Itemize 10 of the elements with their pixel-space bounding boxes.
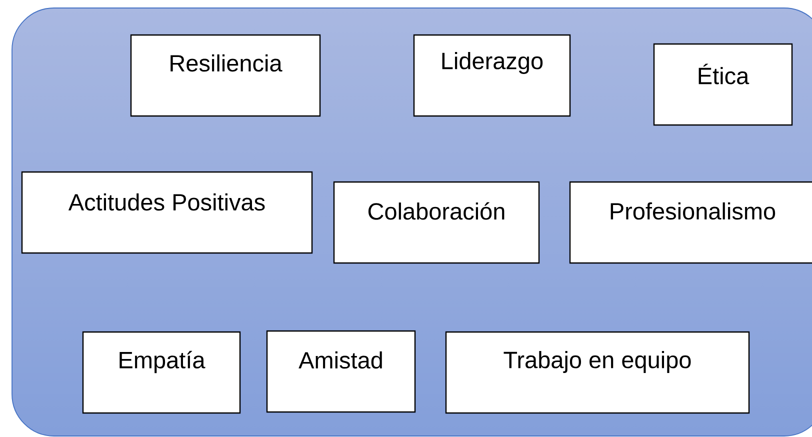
text-box: Ética bbox=[653, 43, 793, 126]
text-box: Resiliencia bbox=[130, 34, 321, 117]
text-box: Actitudes Positivas bbox=[21, 171, 313, 254]
text-box: Empatía bbox=[82, 331, 241, 414]
text-box: Liderazgo bbox=[413, 34, 571, 117]
text-box: Colaboración bbox=[333, 181, 540, 264]
text-box: Amistad bbox=[266, 330, 416, 413]
panel-background bbox=[12, 8, 812, 436]
text-box: Trabajo en equipo bbox=[445, 331, 750, 414]
text-box: Profesionalismo bbox=[569, 181, 812, 264]
